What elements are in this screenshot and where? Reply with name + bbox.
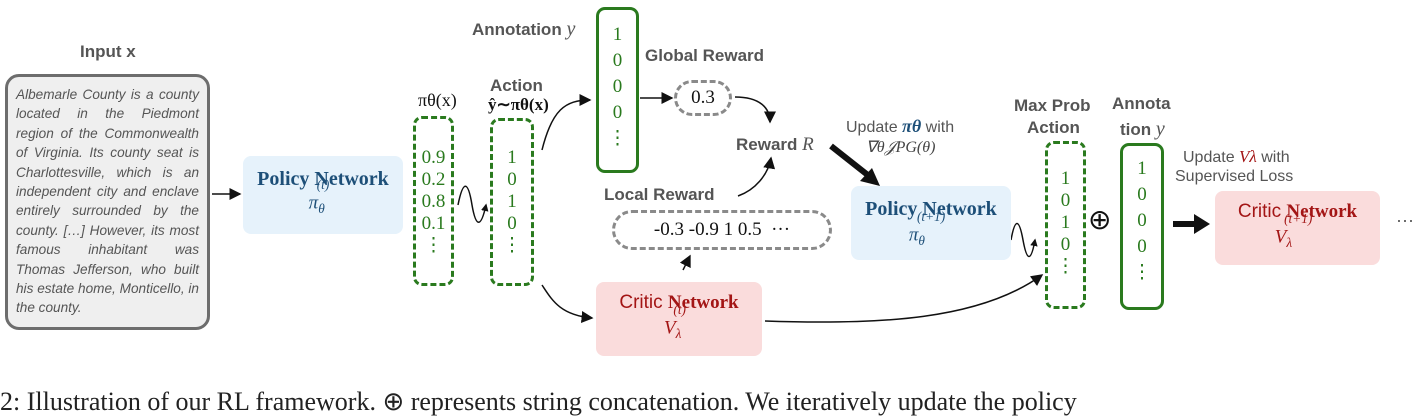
critic-network-title: Critic Network — [619, 292, 739, 313]
probs-label: πθ(x) — [418, 90, 457, 110]
annotation-2-label-2: tion y — [1120, 118, 1165, 140]
policy-network-symbol: πθ(t) — [308, 177, 330, 217]
local-reward-values: -0.3 -0.9 1 0.5 ··· — [612, 210, 832, 250]
caption-fragment: 2: Illustration of our RL framework. ⊕ r… — [0, 387, 1077, 416]
global-reward-label: Global Reward — [645, 46, 765, 65]
annotation-label: Annotation y — [472, 18, 576, 40]
policy-network-2-title: Policy Network — [865, 198, 997, 220]
arrow-critic-local — [679, 254, 691, 271]
policy-network-t-plus-1: Policy Network πθ(t+1) — [851, 186, 1011, 260]
action-label: Action — [490, 76, 543, 95]
update-critic-loss: Supervised Loss — [1175, 168, 1294, 185]
action-sample-label: ŷ∼πθ(x) — [488, 95, 549, 114]
critic-network-symbol: Vλ(t) — [664, 302, 686, 342]
policy-network-t: Policy Network πθ(t) — [243, 156, 403, 234]
max-prob-label: Max Prob — [1014, 96, 1091, 115]
critic-network-t: Critic Network Vλ(t) — [596, 282, 762, 356]
update-critic-label: Update Vλ with — [1183, 147, 1290, 166]
arrow-local-reward — [737, 156, 776, 197]
input-text-box: Albemarle County is a county located in … — [5, 74, 210, 330]
connector-layer — [212, 92, 1210, 323]
critic-network-t-plus-1: Critic Network Vλ(t+1) — [1215, 191, 1380, 265]
reward-label: Reward R — [736, 134, 814, 155]
update-policy-gradient: ∇θ𝒥PG(θ) — [866, 139, 936, 156]
critic-network-2-title: Critic Network — [1237, 201, 1358, 222]
policy-network-2-symbol: πθ(t+1) — [908, 209, 946, 249]
squiggle-2 — [1010, 222, 1038, 258]
squiggle-1 — [457, 185, 489, 223]
arrow-global-reward — [734, 96, 776, 124]
max-prob-label-2: Action — [1027, 118, 1080, 137]
arrow-reward-policy2 — [829, 143, 871, 179]
arrow-action-annotation — [541, 94, 592, 151]
arrow-action-critic — [541, 284, 594, 323]
input-label: Input x — [80, 42, 136, 61]
policy-network-title: Policy Network — [257, 168, 389, 190]
global-reward-value: 0.3 — [674, 80, 732, 116]
arrow-critic-maxprob — [764, 274, 1044, 323]
local-reward-label: Local Reward — [604, 185, 715, 204]
continuation-ellipsis: ··· — [1396, 210, 1414, 230]
critic-network-2-symbol: Vλ(t+1) — [1274, 211, 1313, 251]
concat-symbol: ⊕ — [1088, 203, 1112, 236]
update-policy-label: Update πθ with — [846, 116, 955, 136]
annotation-2-label: Annota — [1112, 94, 1171, 113]
